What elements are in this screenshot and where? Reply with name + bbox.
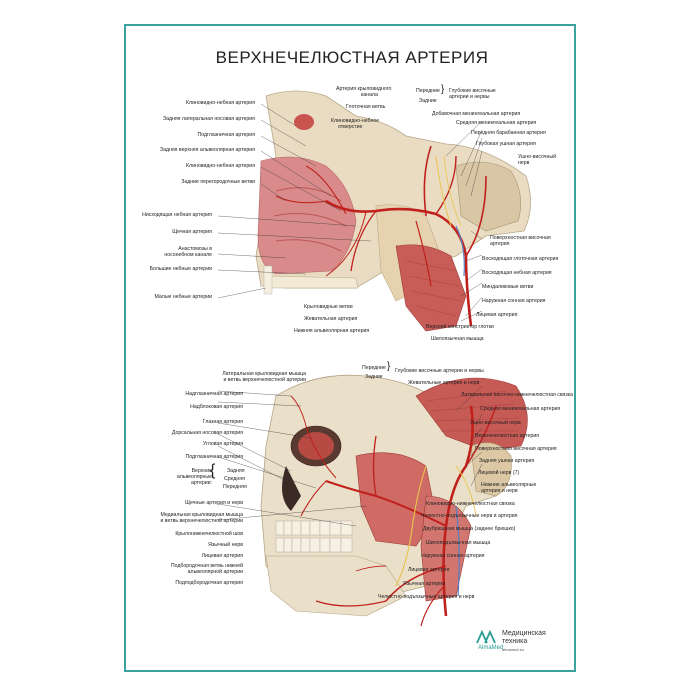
label: альвеолярной артерии — [187, 569, 243, 575]
label: и ветвь верхнечелюстной артерии — [223, 377, 306, 383]
label: Надглазничная артерия — [185, 391, 243, 397]
poster-title: ВЕРХНЕЧЕЛЮСТНАЯ АРТЕРИЯ — [215, 48, 489, 67]
label: Крыловидные ветви — [304, 304, 353, 310]
brace-icon: { — [210, 462, 216, 479]
label: Поверхностная височная — [490, 235, 551, 241]
label: Щечная артерия — [172, 229, 212, 235]
label: Восходящая глоточная артерия — [482, 256, 559, 262]
brand-url: almamed.su — [502, 647, 524, 652]
label: Латеральная крыловидная мышца — [222, 371, 306, 377]
label: Восходящая небная артерия — [482, 270, 552, 276]
label: Верхний констриктор глотки — [426, 324, 494, 330]
label: Ушно-височный — [518, 154, 556, 160]
brace-label: Передние — [362, 365, 386, 371]
label: Средняя менингеальная артерия — [456, 120, 537, 126]
label: Челюстно-подъязычные артерия и нерв — [378, 594, 475, 600]
label: Подподбородочная артерия — [175, 580, 243, 586]
label: Клиновидно-небная артерия — [186, 100, 255, 106]
label: Шилоподъязычная мышца — [426, 540, 491, 546]
label: Подглазничная артерия — [197, 132, 255, 138]
label: Медиальная крыловидная мышца — [160, 512, 243, 518]
label: Челюстно-подъязычные нерв и артерия — [421, 513, 518, 519]
label: Поверхностная височная артерия — [475, 446, 557, 452]
label: Средняя менингеальная артерия — [480, 406, 561, 412]
label: Язычная артерия — [403, 581, 446, 587]
label: Средняя — [224, 476, 245, 482]
label: Малые небные артерии — [154, 294, 212, 300]
label: Подглазничная артерия — [185, 454, 243, 460]
label: отверстие — [338, 124, 363, 130]
brand-line2: техника — [502, 638, 528, 645]
label: нерв — [518, 160, 530, 166]
label: Шилоязычная мышца — [431, 336, 484, 342]
label: Глоточная ветвь — [346, 104, 386, 110]
label: Лицевая артерия — [476, 312, 518, 318]
label: артерия — [490, 241, 510, 247]
label: Клиновидно-небная артерия — [186, 163, 255, 169]
label: Угловая артерия — [202, 441, 243, 447]
brand-name: AlmaMed — [478, 645, 504, 651]
label: артерия и нерв — [481, 488, 518, 494]
label: Жевательная артерия — [304, 316, 358, 322]
poster: ВЕРХНЕЧЕЛЮСТНАЯ АРТЕРИЯ — [124, 24, 576, 672]
almamed-logo: AlmaMed Медицинская техника almamed.su — [476, 629, 546, 652]
label: канала — [361, 92, 378, 98]
top-illustration — [255, 90, 531, 332]
label: Жевательные артерия и нерв — [408, 380, 480, 386]
brace-label: Задние — [365, 374, 383, 380]
label: Лицевая артерия — [408, 567, 450, 573]
label: Глубокие височные — [449, 88, 496, 94]
almamed-logo-icon — [476, 629, 496, 644]
label: Верхние — [191, 468, 212, 474]
label: Клиновидно-нижнечелюстная связка — [426, 501, 515, 507]
label: Миндаликовые ветви — [482, 284, 534, 290]
label: Дорсальная носовая артерия — [171, 430, 243, 436]
label: Лицевая артерия — [201, 553, 243, 559]
label: Задняя ушная артерия — [479, 458, 535, 464]
label: Глазная артерия — [202, 419, 243, 425]
label: Анастомозы в — [178, 246, 212, 252]
anatomy-illustration — [217, 90, 531, 627]
label: Двубрюшная мышца (заднее брюшко) — [423, 526, 516, 532]
leader-lines — [217, 103, 483, 527]
label: носонебном канале — [164, 252, 212, 258]
label: Верхнечелюстная артерия — [475, 433, 540, 439]
brace-label: Передние — [416, 88, 440, 94]
label: Передняя — [223, 484, 247, 490]
label: Клиновидно-небное — [331, 118, 380, 124]
label: Нисходящая небная артерия — [142, 212, 212, 218]
label: Язычный нерв — [208, 542, 243, 548]
label: Артерия крыловидного — [336, 86, 392, 92]
label: Нижние альвеолярные — [481, 482, 537, 488]
label: Задние перегородочные ветви — [181, 179, 255, 185]
brace-icon: } — [387, 361, 391, 372]
label: Нижняя альвеолярная артерия — [294, 328, 370, 334]
brand-line1: Медицинская — [502, 630, 546, 637]
label: Ушно-височный нерв — [470, 420, 521, 426]
label: Задняя верхняя альвеолярная артерия — [159, 147, 255, 153]
bottom-illustration — [260, 374, 528, 627]
label: Латеральная височно-нижнечелюстная связк… — [461, 392, 573, 398]
label: Подбородочная ветвь нижней — [170, 563, 243, 569]
label: Большие небные артерии — [149, 266, 212, 272]
label: Задняя латеральная носовая артерия — [162, 116, 255, 122]
brace-label: Задние — [419, 98, 437, 104]
label: артерии и нервы — [449, 94, 490, 100]
label: Лицевой нерв (7) — [478, 470, 520, 476]
label: Наружная сонная артерия — [421, 553, 485, 559]
label: Надблоковая артерия — [190, 404, 243, 410]
label: Передняя барабанная артерия — [471, 130, 546, 136]
label: Наружная сонная артерия — [482, 298, 546, 304]
label: Задняя — [227, 468, 245, 474]
label: Крылонижнечелюстной шов — [175, 531, 243, 537]
label: и ветвь верхнечелюстной артерии — [160, 518, 243, 524]
label: Добавочная менингеальная артерия — [432, 111, 521, 117]
label: артерии: — [191, 480, 212, 486]
label: Щечные артерия и нерв — [185, 500, 243, 506]
label: Глубокая ушная артерия — [476, 141, 536, 147]
brace-icon: } — [441, 84, 445, 95]
label: Глубокие височные артерии и нервы — [395, 368, 484, 374]
label: альвеолярные — [176, 474, 212, 480]
